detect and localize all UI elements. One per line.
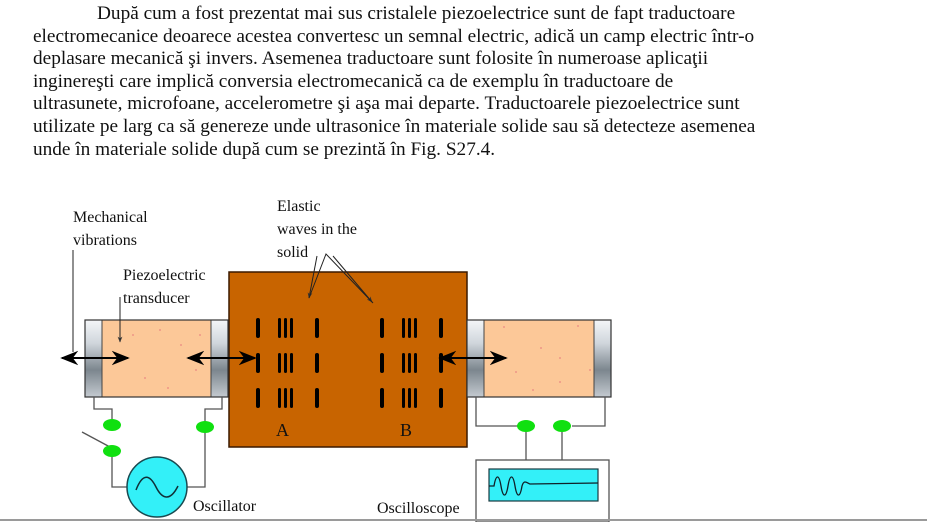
elastic-waves-label: waves in the xyxy=(277,221,357,238)
oscillator-icon xyxy=(126,456,188,518)
contact-dots-left xyxy=(103,419,214,457)
contact-dots-right xyxy=(517,420,571,432)
solid-block xyxy=(228,271,468,448)
paragraph-line: unde în materiale solide după cum se pre… xyxy=(33,138,496,160)
wavefront-bars-a xyxy=(256,318,319,408)
paragraph-line: ultrasunete, microfoane, accelerometre ş… xyxy=(33,93,740,115)
elastic-waves-label: Elastic xyxy=(277,198,321,215)
oscillator-label: Oscillator xyxy=(193,498,257,515)
paragraph-line: inginereşti care implică conversia elect… xyxy=(33,70,674,92)
oscilloscope-label: Oscilloscope xyxy=(377,500,460,517)
oscillator-circuit-wires xyxy=(81,397,223,488)
oscilloscope-icon xyxy=(475,459,610,522)
mechanical-vibrations-label: vibrations xyxy=(73,232,137,249)
body-paragraph: După cum a fost prezentat mai sus crista… xyxy=(33,3,913,161)
paragraph-line: electromecanice deoarece acestea convert… xyxy=(33,25,755,47)
oscilloscope-circuit-wires xyxy=(475,397,606,460)
piezoelectric-transducer-label: Piezoelectric xyxy=(123,267,206,284)
paragraph-line: După cum a fost prezentat mai sus crista… xyxy=(97,3,736,24)
paragraph-line: deplasare mecanică şi invers. Asemenea t… xyxy=(33,48,709,70)
leader-lines xyxy=(72,250,374,352)
piezoelectric-transducer-label: transducer xyxy=(123,290,190,307)
point-a-label: A xyxy=(276,420,289,440)
bottom-divider xyxy=(0,519,927,521)
mechanical-vibrations-label: Mechanical xyxy=(73,209,148,226)
point-b-label: B xyxy=(400,420,413,440)
paragraph-line: utilizate pe larg ca să genereze unde ul… xyxy=(33,115,756,137)
elastic-waves-label: solid xyxy=(277,244,309,261)
